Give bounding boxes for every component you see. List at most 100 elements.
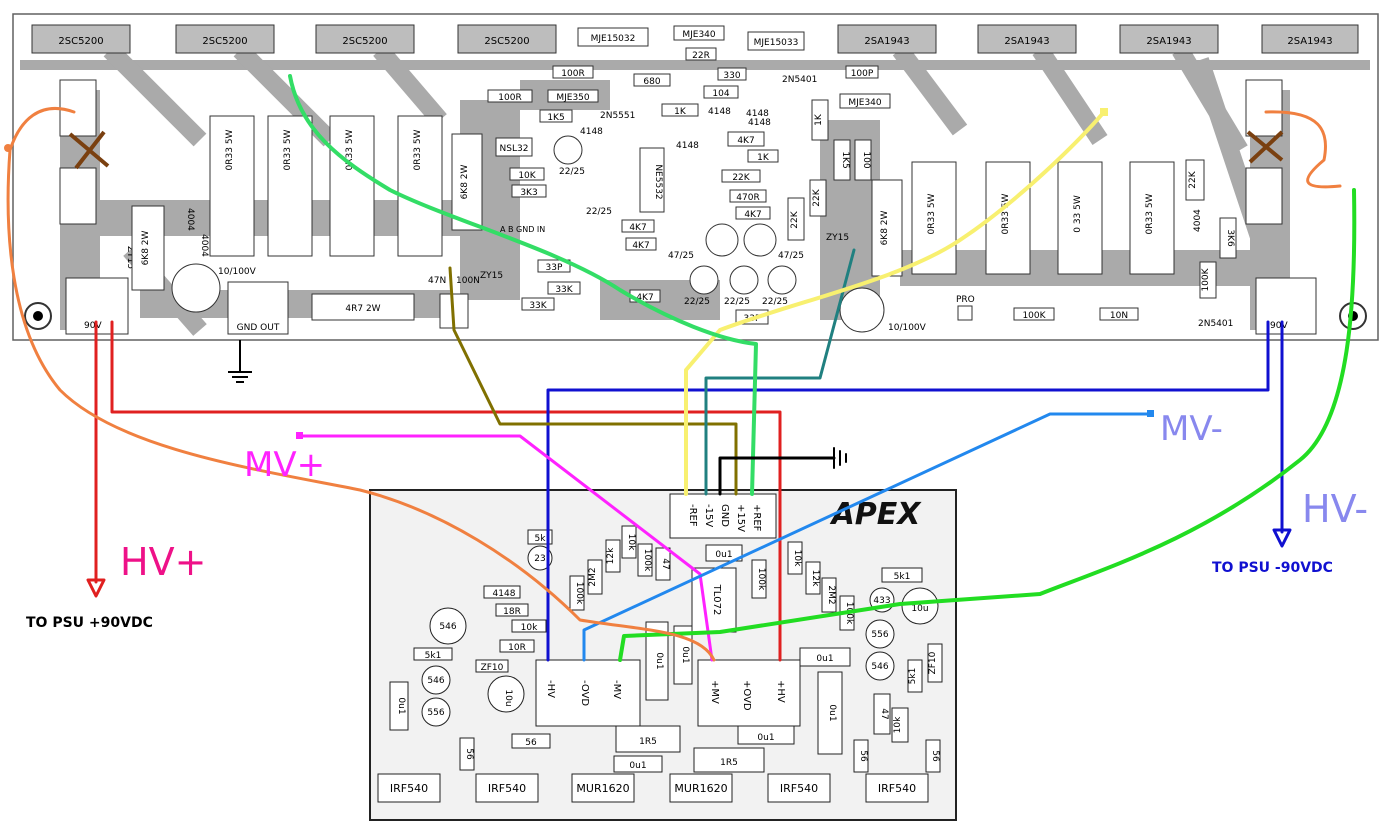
svg-text:100K: 100K <box>1022 311 1046 321</box>
svg-text:6K8 2W: 6K8 2W <box>460 164 470 199</box>
svg-text:5k1: 5k1 <box>908 668 918 685</box>
wire-orange-right <box>1264 110 1342 189</box>
svg-text:2M2: 2M2 <box>826 585 836 604</box>
svg-text:4004: 4004 <box>1193 209 1203 232</box>
svg-text:0u1: 0u1 <box>680 646 690 663</box>
svg-text:100P: 100P <box>851 69 874 79</box>
svg-text:0u1: 0u1 <box>827 704 837 721</box>
svg-text:0R33 5W: 0R33 5W <box>413 129 423 170</box>
output-transistors-right: 2SA1943 2SA1943 2SA1943 2SA1943 <box>837 24 1359 54</box>
svg-text:IRF540: IRF540 <box>780 782 818 795</box>
svg-text:10N: 10N <box>1110 311 1128 321</box>
svg-text:22K: 22K <box>1188 170 1198 188</box>
svg-text:4148: 4148 <box>580 127 603 137</box>
svg-text:1K: 1K <box>674 107 687 117</box>
svg-text:3K3: 3K3 <box>520 188 537 198</box>
svg-text:4004: 4004 <box>199 234 209 257</box>
svg-text:56: 56 <box>464 748 474 760</box>
svg-text:0R33 5W: 0R33 5W <box>283 129 293 170</box>
svg-text:100R: 100R <box>498 93 521 103</box>
svg-text:MUR1620: MUR1620 <box>674 782 727 795</box>
svg-text:ZF10: ZF10 <box>481 663 504 673</box>
svg-text:4K7: 4K7 <box>744 210 761 220</box>
svg-text:47/25: 47/25 <box>778 251 804 261</box>
svg-text:22/25: 22/25 <box>684 297 710 307</box>
svg-text:12k: 12k <box>810 570 820 587</box>
svg-text:100N: 100N <box>456 276 480 286</box>
svg-text:+OVD: +OVD <box>741 680 752 711</box>
svg-text:0u1: 0u1 <box>629 761 646 771</box>
transistor-label: 2SA1943 <box>864 36 909 47</box>
connector-side-labels: -HV -OVD -MV +MV +OVD +HV <box>545 680 786 711</box>
svg-text:2N5551: 2N5551 <box>600 111 635 121</box>
transistor-label: 2SA1943 <box>1146 36 1191 47</box>
transistor-label: 2SA1943 <box>1287 36 1332 47</box>
svg-text:GND OUT: GND OUT <box>237 323 280 333</box>
svg-text:470R: 470R <box>736 193 759 203</box>
svg-text:0u1: 0u1 <box>816 654 833 664</box>
svg-text:-MV: -MV <box>611 680 622 699</box>
svg-text:100k: 100k <box>642 549 652 572</box>
svg-text:MUR1620: MUR1620 <box>576 782 629 795</box>
svg-text:556: 556 <box>427 708 444 718</box>
svg-text:10k: 10k <box>792 550 802 567</box>
svg-text:10K: 10K <box>518 171 536 181</box>
svg-text:ZY15: ZY15 <box>125 246 135 269</box>
svg-text:0u1: 0u1 <box>757 733 774 743</box>
svg-text:33P: 33P <box>546 263 563 273</box>
svg-text:0R33 5W: 0R33 5W <box>1001 193 1011 234</box>
svg-text:NE5532: NE5532 <box>653 164 663 199</box>
svg-text:22/25: 22/25 <box>762 297 788 307</box>
wires <box>4 74 1357 662</box>
svg-text:10u: 10u <box>503 689 513 706</box>
svg-text:100: 100 <box>861 151 871 168</box>
wire-mv-minus <box>582 412 1152 662</box>
svg-text:5k: 5k <box>535 534 547 544</box>
apex-components: 5k 23 12k 10k 100k 47 2M2 100k 0u1 10k 1… <box>389 525 943 773</box>
svg-text:104: 104 <box>712 89 729 99</box>
wire-orange <box>6 106 716 662</box>
svg-text:6K8 2W: 6K8 2W <box>141 230 151 265</box>
svg-text:330: 330 <box>723 71 740 81</box>
svg-text:-15V: -15V <box>703 504 714 527</box>
svg-text:4K7: 4K7 <box>636 293 653 303</box>
svg-text:0R33 5W: 0R33 5W <box>1145 193 1155 234</box>
svg-text:+MV: +MV <box>709 680 720 704</box>
svg-text:22R: 22R <box>692 51 710 61</box>
svg-text:47: 47 <box>879 708 889 719</box>
svg-text:10/100V: 10/100V <box>218 267 257 277</box>
svg-text:0u1: 0u1 <box>715 550 732 560</box>
svg-text:100k: 100k <box>574 582 584 605</box>
mv-minus-label: MV- <box>1160 409 1223 449</box>
fuse-crossed-out <box>59 79 1284 225</box>
wire-hv-minus <box>546 320 1270 662</box>
svg-text:4K7: 4K7 <box>632 241 649 251</box>
svg-text:90V: 90V <box>1270 321 1288 331</box>
svg-text:MJE15032: MJE15032 <box>591 34 636 44</box>
svg-text:-REF: -REF <box>687 504 698 527</box>
svg-text:5k1: 5k1 <box>894 572 911 582</box>
svg-text:4148: 4148 <box>676 141 699 151</box>
svg-text:4148: 4148 <box>493 589 516 599</box>
annotation-labels: HV+ HV- MV+ MV- TO PSU +90VDC TO PSU -90… <box>26 409 1368 631</box>
svg-text:-HV: -HV <box>545 680 556 698</box>
svg-text:56: 56 <box>858 750 868 762</box>
svg-text:10k: 10k <box>893 716 903 733</box>
apex-logo: APEX <box>830 497 923 532</box>
svg-text:1K: 1K <box>757 153 770 163</box>
svg-text:10k: 10k <box>521 623 538 633</box>
transistor-label: 2SC5200 <box>58 36 103 47</box>
svg-text:100k: 100k <box>756 568 766 591</box>
svg-text:546: 546 <box>439 622 456 632</box>
svg-text:IRF540: IRF540 <box>488 782 526 795</box>
apex-module-board: APEX -REF -15V GND +15V +REF -HV -OVD -M… <box>369 489 957 821</box>
transistor-label: 2SA1943 <box>1004 36 1049 47</box>
hv-plus-label: HV+ <box>120 540 206 584</box>
wire-olive <box>448 266 738 496</box>
wire-gnd <box>718 456 836 496</box>
svg-text:4K7: 4K7 <box>629 223 646 233</box>
psu-minus-label: TO PSU -90VDC <box>1212 560 1333 576</box>
svg-text:4148: 4148 <box>746 109 769 119</box>
svg-text:100R: 100R <box>561 69 584 79</box>
svg-text:23: 23 <box>534 554 545 564</box>
